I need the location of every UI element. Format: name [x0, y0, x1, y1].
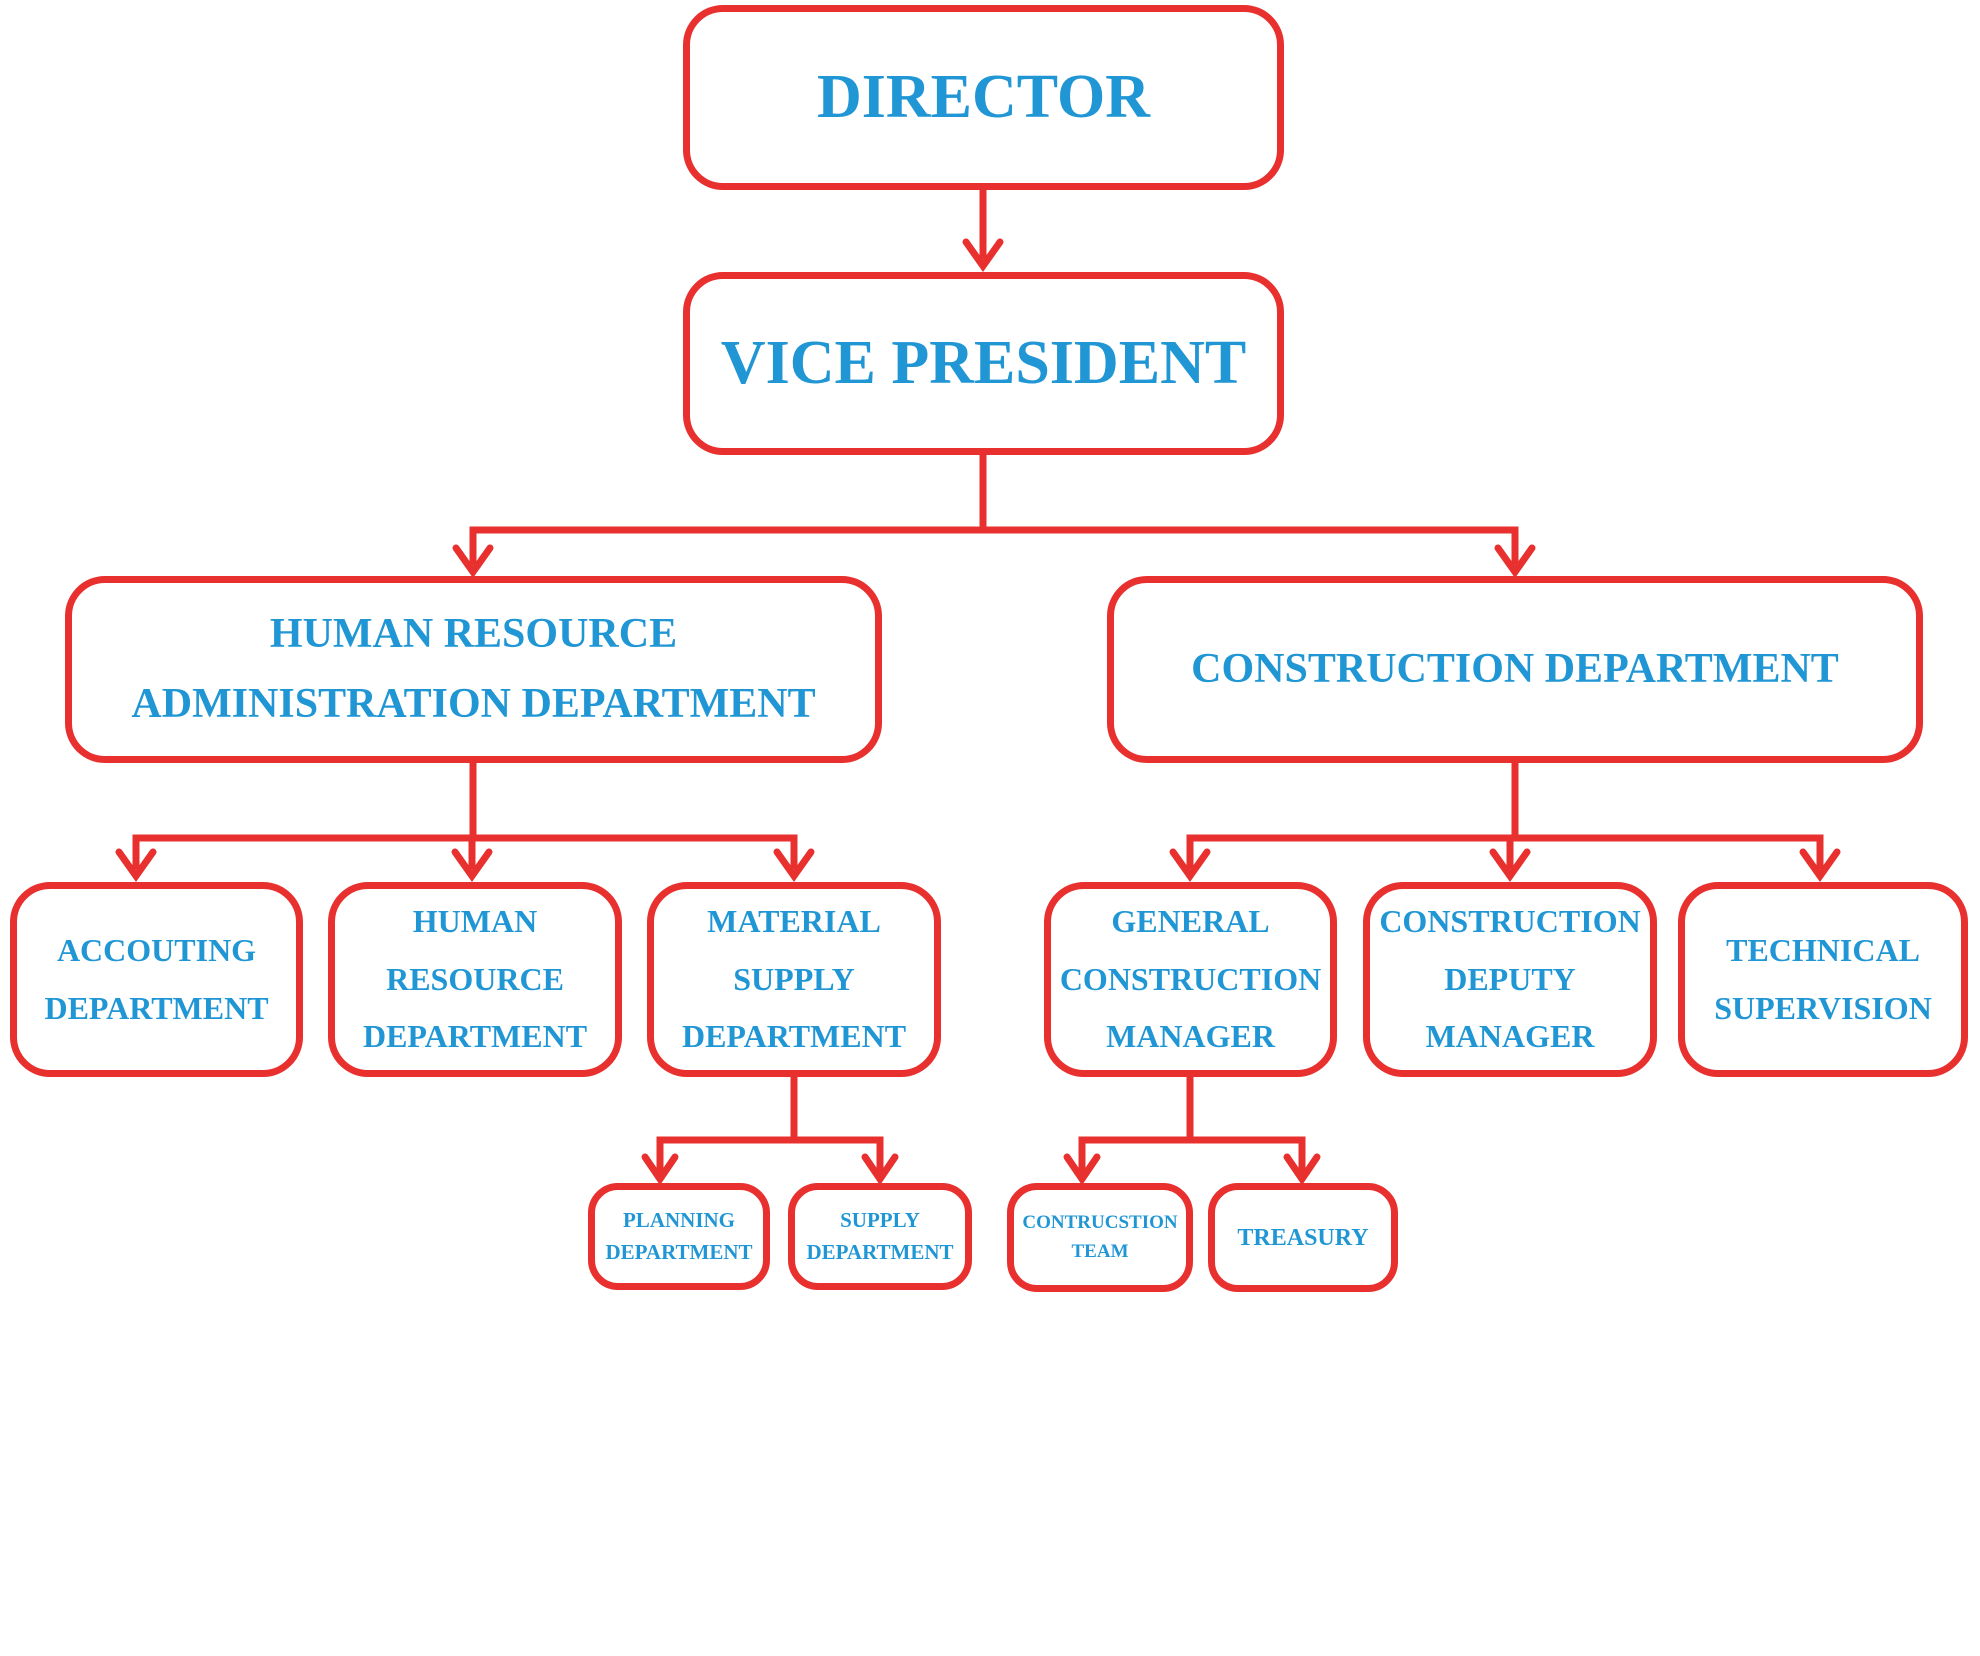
org-node-supply-department: SUPPLY DEPARTMENT — [788, 1183, 972, 1290]
connector-material-supply-children — [641, 1073, 899, 1186]
org-node-contrucstion-team-label: CONTRUCSTION TEAM — [1022, 1212, 1178, 1262]
org-node-material-supply-department-label: MATERIAL SUPPLY DEPARTMENT — [681, 903, 907, 1055]
org-node-contrucstion-team: CONTRUCSTION TEAM — [1007, 1183, 1193, 1292]
org-node-accouting-department: ACCOUTING DEPARTMENT — [10, 882, 303, 1077]
org-node-technical-supervision: TECHNICAL SUPERVISION — [1678, 882, 1968, 1077]
connector-construction-children — [1169, 759, 1841, 883]
org-node-material-supply-department: MATERIAL SUPPLY DEPARTMENT — [647, 882, 941, 1077]
org-node-construction-deputy-manager-label: CONSTRUCTION DEPUTY MANAGER — [1379, 903, 1641, 1055]
org-node-accouting-department-label: ACCOUTING DEPARTMENT — [44, 931, 269, 1026]
org-node-construction-deputy-manager: CONSTRUCTION DEPUTY MANAGER — [1363, 882, 1657, 1077]
org-node-hr-admin-department-label: HUMAN RESOURCE ADMINISTRATION DEPARTMENT — [131, 611, 816, 727]
connector-director-vice-president — [962, 186, 1004, 273]
org-node-general-construction-manager: GENERAL CONSTRUCTION MANAGER — [1044, 882, 1337, 1077]
org-node-director: DIRECTOR — [683, 5, 1284, 190]
org-node-treasury-label: TREASURY — [1237, 1224, 1369, 1251]
org-node-supply-department-label: SUPPLY DEPARTMENT — [806, 1208, 954, 1264]
org-node-planning-department-label: PLANNING DEPARTMENT — [605, 1208, 753, 1264]
org-node-construction-department: CONSTRUCTION DEPARTMENT — [1107, 576, 1923, 763]
org-node-vice-president: VICE PRESIDENT — [683, 272, 1284, 455]
org-node-technical-supervision-label: TECHNICAL SUPERVISION — [1714, 931, 1932, 1026]
org-node-human-resource-department: HUMAN RESOURCE DEPARTMENT — [328, 882, 622, 1077]
org-node-vice-president-label: VICE PRESIDENT — [720, 328, 1247, 397]
org-node-treasury: TREASURY — [1208, 1183, 1398, 1292]
org-node-general-construction-manager-label: GENERAL CONSTRUCTION MANAGER — [1059, 903, 1322, 1055]
org-node-director-label: DIRECTOR — [816, 62, 1151, 131]
org-node-construction-department-label: CONSTRUCTION DEPARTMENT — [1191, 645, 1839, 692]
connector-vice-president-children — [452, 451, 1536, 579]
org-node-hr-admin-department: HUMAN RESOURCE ADMINISTRATION DEPARTMENT — [65, 576, 882, 763]
org-node-planning-department: PLANNING DEPARTMENT — [588, 1183, 770, 1290]
connector-hr-admin-children — [115, 759, 815, 883]
org-node-human-resource-department-label: HUMAN RESOURCE DEPARTMENT — [362, 903, 588, 1055]
connector-general-construction-children — [1063, 1073, 1321, 1186]
